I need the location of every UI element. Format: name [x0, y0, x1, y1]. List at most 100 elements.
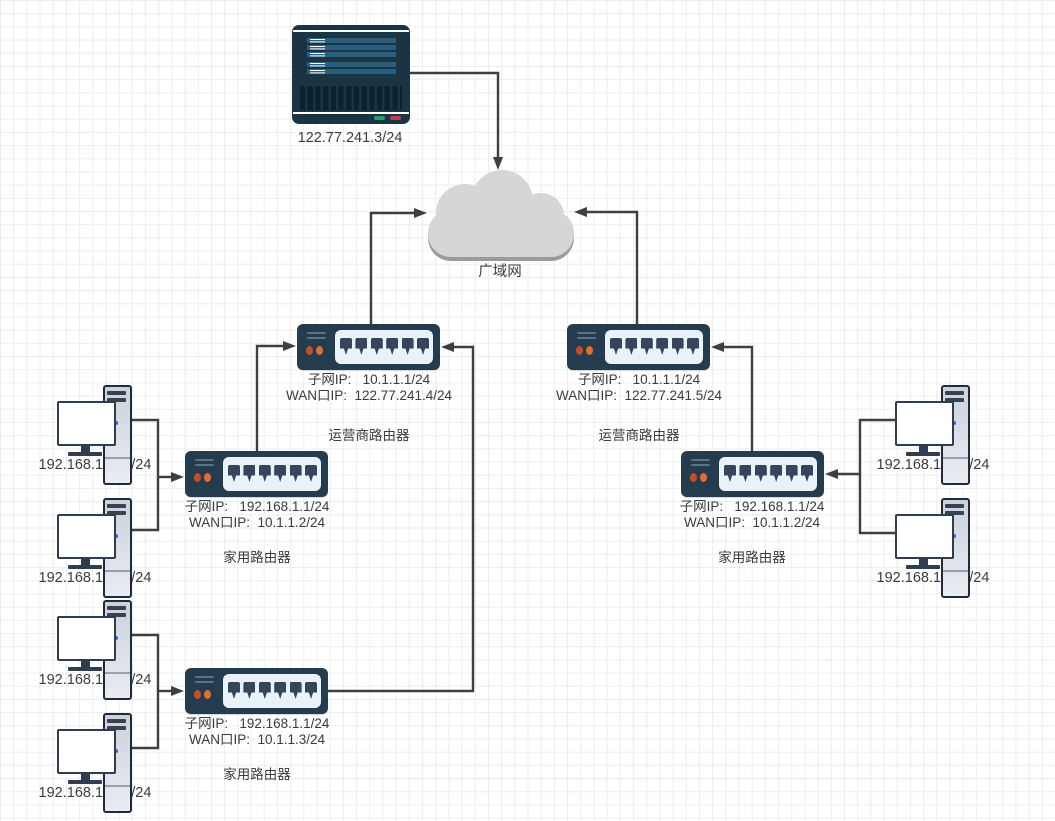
tower-divider [105, 785, 130, 787]
monitor-base [68, 452, 102, 456]
tower-divider [943, 457, 968, 459]
monitor-stand [81, 661, 90, 667]
pc-left-lower-1-node[interactable] [57, 600, 133, 702]
router-led-icon [194, 473, 201, 482]
arrowhead-left-icon [574, 207, 587, 217]
home-router-right-name: 家用路由器 [718, 550, 786, 565]
tower-drive-bar [107, 511, 126, 515]
wan-ip-text: WAN口IP: 122.77.241.5/24 [555, 388, 723, 403]
isp-router-left-ip-label: 子网IP: 10.1.1.1/24 WAN口IP: 122.77.241.4/2… [219, 372, 519, 404]
ethernet-port-icon [386, 338, 399, 355]
server-vents [300, 86, 402, 110]
pc-left-lower-2-node[interactable] [57, 713, 133, 815]
router-line [195, 459, 214, 461]
monitor-stand [919, 446, 928, 452]
arrowhead-left-icon [711, 342, 724, 352]
ethernet-port-icon [724, 465, 736, 482]
ethernet-port-icon [754, 465, 767, 482]
subnet-ip-text: 子网IP: 192.168.1.1/24 [184, 499, 330, 514]
tower-drive-bar [107, 726, 126, 730]
router-led-icon [204, 690, 211, 699]
tower-drive-bar [107, 719, 126, 723]
edge-isp-left-to-cloud[interactable] [369, 211, 414, 324]
edge-home-left-to-isp-left[interactable] [255, 344, 283, 451]
server-drive-bar [307, 69, 396, 74]
tower-drive-bar [107, 398, 126, 402]
tower-drive-bar [107, 606, 126, 610]
home-router-left-ip-label: 子网IP: 192.168.1.1/24 WAN口IP: 10.1.1.2/24 [107, 499, 407, 531]
ethernet-port-icon [785, 465, 798, 482]
router-led-icon [576, 346, 583, 355]
pc-left-upper-2-node[interactable] [57, 498, 133, 600]
monitor-base [906, 565, 940, 569]
router-line [691, 464, 710, 466]
tower-drive-bar [107, 613, 126, 617]
router-line [691, 459, 710, 461]
monitor-stand [81, 446, 90, 452]
ethernet-port-icon [228, 682, 240, 699]
pc-monitor [895, 401, 954, 446]
server-led-green-icon [374, 116, 385, 120]
subnet-ip-text: 子网IP: 192.168.1.1/24 [679, 499, 825, 514]
arrowhead-left-icon [825, 469, 838, 479]
ethernet-port-icon [274, 682, 287, 699]
edge-home-bottom-to-isp-left[interactable] [328, 345, 475, 693]
router-led-icon [700, 473, 707, 482]
server-led-red-icon [390, 116, 401, 120]
isp-router-right-ip-label: 子网IP: 10.1.1.1/24 WAN口IP: 122.77.241.5/2… [489, 372, 789, 404]
router-led-icon [306, 346, 313, 355]
server-node[interactable] [292, 25, 410, 124]
ethernet-port-icon [656, 338, 669, 355]
monitor-stand [919, 559, 928, 565]
home-router-bottom-node[interactable] [185, 668, 328, 714]
ethernet-port-icon [228, 465, 240, 482]
cloud-label: 广域网 [478, 264, 522, 280]
tower-drive-bar [945, 391, 964, 395]
edge-home-right-to-isp-right[interactable] [724, 345, 754, 451]
pc-ip-label: 192.168.1.200/24 [38, 570, 152, 586]
pc-monitor [57, 616, 116, 661]
ethernet-port-icon [801, 465, 813, 482]
pc-right-1-node[interactable] [895, 385, 971, 487]
monitor-base [68, 667, 102, 671]
edge-pc-bus-left-upper[interactable] [131, 418, 160, 532]
monitor-base [906, 452, 940, 456]
wan-ip-text: WAN口IP: 10.1.1.2/24 [188, 515, 326, 530]
edge-server-to-cloud[interactable] [410, 71, 500, 157]
wan-cloud-node[interactable] [425, 168, 577, 264]
monitor-stand [81, 774, 90, 780]
arrowhead-right-icon [171, 472, 184, 482]
home-router-right-ip-label: 子网IP: 192.168.1.1/24 WAN口IP: 10.1.1.2/24 [602, 499, 902, 531]
ethernet-port-icon [401, 338, 414, 355]
arrowhead-right-icon [283, 341, 296, 351]
ethernet-port-icon [625, 338, 638, 355]
arrowhead-left-icon [441, 342, 454, 352]
tower-drive-bar [945, 398, 964, 402]
router-line [577, 337, 596, 339]
edge-isp-right-to-cloud[interactable] [587, 210, 639, 324]
pc-ip-label: 192.168.1.201/24 [876, 457, 990, 473]
home-router-left-node[interactable] [185, 451, 328, 497]
pc-left-upper-1-node[interactable] [57, 385, 133, 487]
pc-ip-label: 192.168.1.200/24 [38, 785, 152, 801]
pc-monitor [57, 729, 116, 774]
server-drive-bar [307, 38, 396, 43]
isp-router-left-node[interactable] [297, 324, 440, 370]
server-ip-label: 122.77.241.3/24 [297, 130, 403, 146]
isp-router-right-node[interactable] [567, 324, 710, 370]
router-line [577, 332, 596, 334]
subnet-ip-text: 子网IP: 10.1.1.1/24 [307, 372, 431, 387]
pc-right-2-node[interactable] [895, 498, 971, 600]
wan-ip-text: WAN口IP: 10.1.1.2/24 [683, 515, 821, 530]
isp-router-left-name: 运营商路由器 [328, 428, 410, 443]
server-bottom-line [293, 112, 409, 114]
server-drive-bar [307, 45, 396, 50]
router-line [195, 464, 214, 466]
server-drive-bar [307, 52, 396, 57]
ethernet-port-icon [289, 682, 302, 699]
home-router-right-node[interactable] [681, 451, 824, 497]
ethernet-port-icon [243, 465, 256, 482]
ethernet-port-icon [417, 338, 429, 355]
edge-pc-bus-right[interactable] [858, 418, 897, 535]
